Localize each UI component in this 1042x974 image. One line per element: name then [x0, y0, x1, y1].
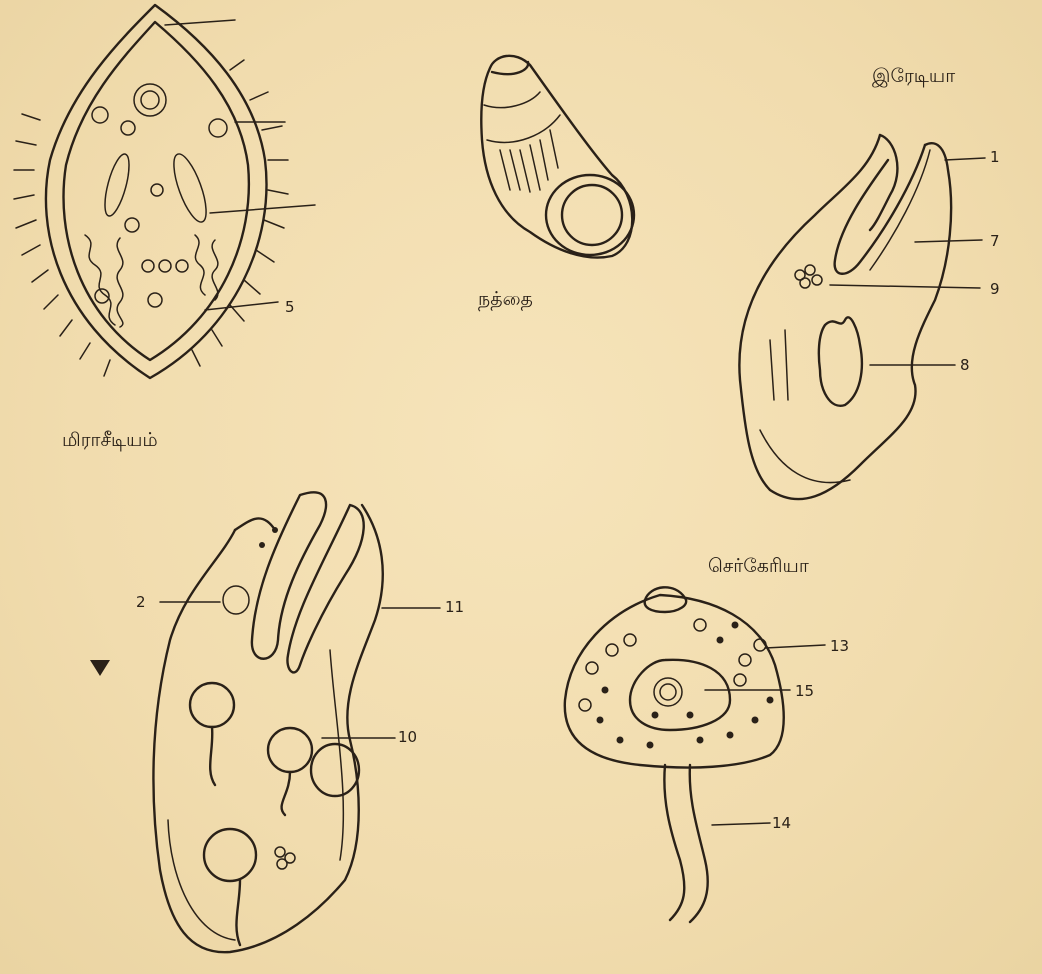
redia-drawing: இரேடியா 1 7 9 8	[739, 65, 999, 499]
snail-caption: நத்தை	[478, 288, 533, 311]
cercaria-label: 14	[772, 814, 791, 832]
miracidium-label: 5	[285, 298, 295, 316]
miracidium-caption: மிராசீடியம்	[62, 429, 158, 451]
redia-caption: இரேடியா	[872, 65, 955, 87]
cercaria-label: 15	[795, 682, 814, 700]
redia-large-drawing: 2 11 10	[136, 492, 464, 952]
miracidium-drawing: 5 மிராசீடியம்	[14, 5, 315, 451]
cercaria-drawing: செர்கேரியா 13 15 14	[565, 555, 849, 922]
paper-tear-mark	[90, 660, 110, 676]
redia-small-label: 8	[960, 356, 970, 374]
redia-small-label: 9	[990, 280, 1000, 298]
redia-large-label: 2	[136, 593, 146, 611]
cercaria-label: 13	[830, 637, 849, 655]
redia-large-label: 10	[398, 728, 417, 746]
snail-shell-drawing: நத்தை	[478, 56, 634, 311]
redia-large-label: 11	[445, 598, 464, 616]
redia-small-label: 1	[990, 148, 1000, 166]
redia-small-label: 7	[990, 232, 1000, 250]
cercaria-caption: செர்கேரியா	[708, 555, 809, 577]
